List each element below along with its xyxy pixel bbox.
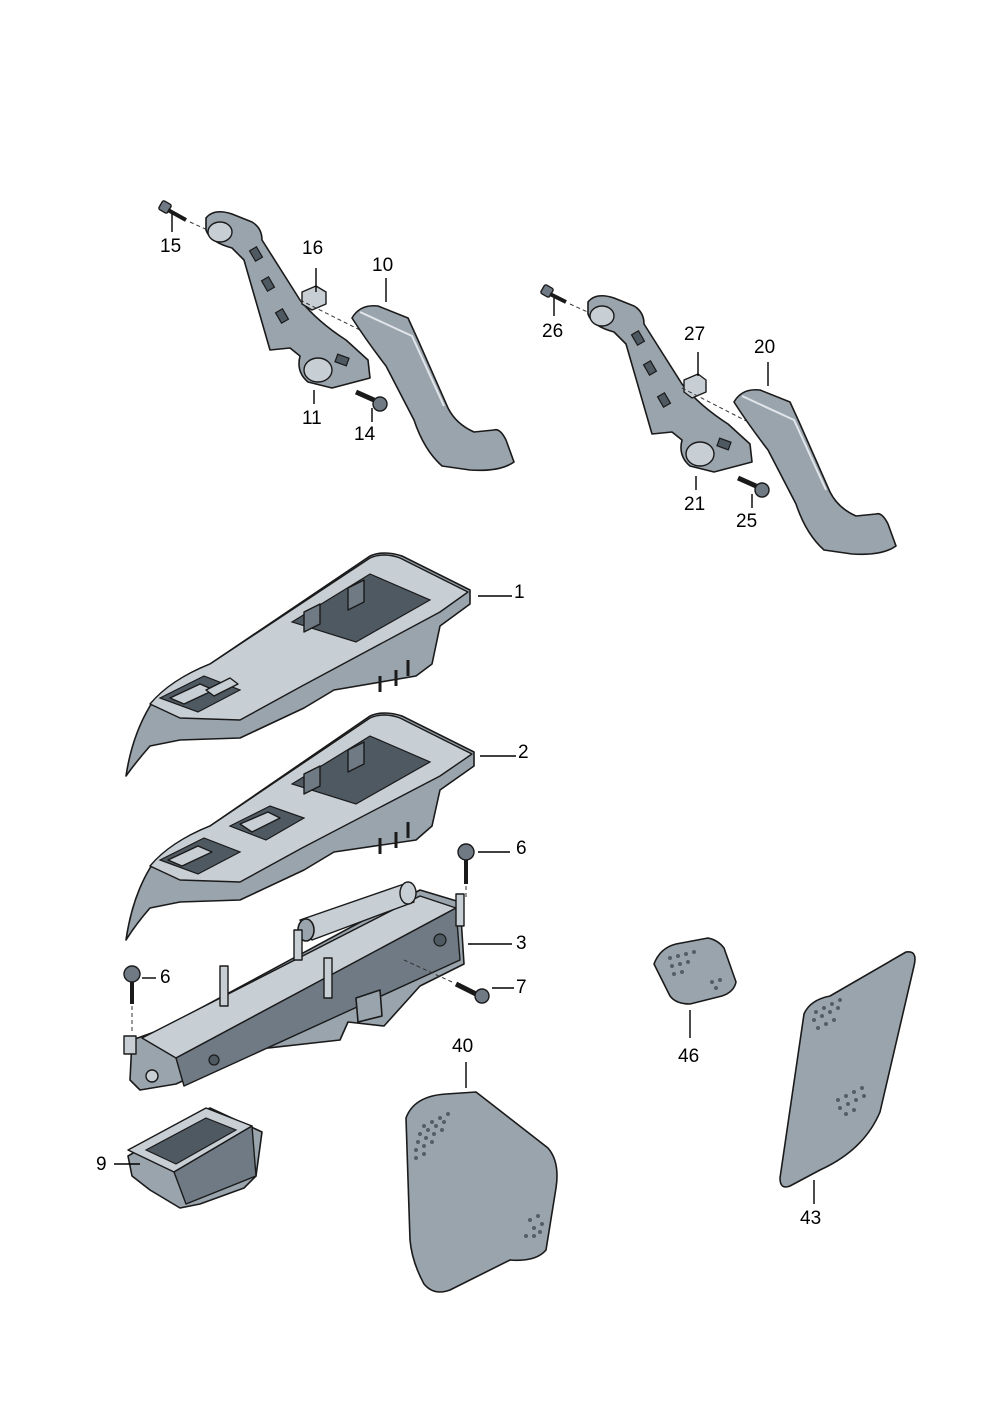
- screw-14: [354, 389, 388, 412]
- callout-16: 16: [302, 238, 323, 259]
- bracket-assembly-right: [540, 284, 897, 556]
- screw-6-left: [123, 965, 141, 1004]
- callout-21: 21: [684, 494, 705, 515]
- callout-15: 15: [160, 236, 181, 257]
- switch-panel-1: [125, 552, 471, 777]
- callout-7: 7: [516, 977, 527, 998]
- callout-10: 10: [372, 255, 393, 276]
- bracket-assembly-left: [158, 200, 515, 472]
- bracket-11: [205, 210, 371, 389]
- trim-panel-10: [351, 304, 515, 472]
- clip-16: [301, 285, 327, 311]
- callout-11: 11: [302, 408, 322, 429]
- grille-cover-43: [779, 950, 916, 1188]
- switch-frame-9: [127, 1107, 263, 1209]
- callout-6-right: 6: [516, 838, 527, 859]
- callout-43: 43: [800, 1208, 821, 1229]
- trim-panel-20: [733, 388, 897, 556]
- screw-7: [454, 981, 490, 1004]
- grille-cover-46: [653, 937, 737, 1005]
- screw-26: [540, 284, 567, 304]
- callout-20: 20: [754, 337, 775, 358]
- callout-9: 9: [96, 1154, 107, 1175]
- grille-cover-40: [405, 1091, 558, 1293]
- screw-15: [158, 200, 187, 222]
- switch-panel-2: [125, 712, 475, 941]
- callout-2: 2: [518, 742, 529, 763]
- callout-26: 26: [542, 321, 563, 342]
- callout-14: 14: [354, 424, 376, 445]
- switch-housing-3: [123, 881, 465, 1091]
- callout-3: 3: [516, 933, 527, 954]
- callout-6-left: 6: [160, 967, 171, 988]
- screw-25: [736, 475, 770, 498]
- callout-40: 40: [452, 1036, 473, 1057]
- callout-25: 25: [736, 511, 757, 532]
- callout-1: 1: [514, 582, 525, 603]
- callout-27: 27: [684, 324, 705, 345]
- callout-46: 46: [678, 1046, 699, 1067]
- screw-6-right: [457, 843, 475, 884]
- bracket-21: [587, 294, 753, 473]
